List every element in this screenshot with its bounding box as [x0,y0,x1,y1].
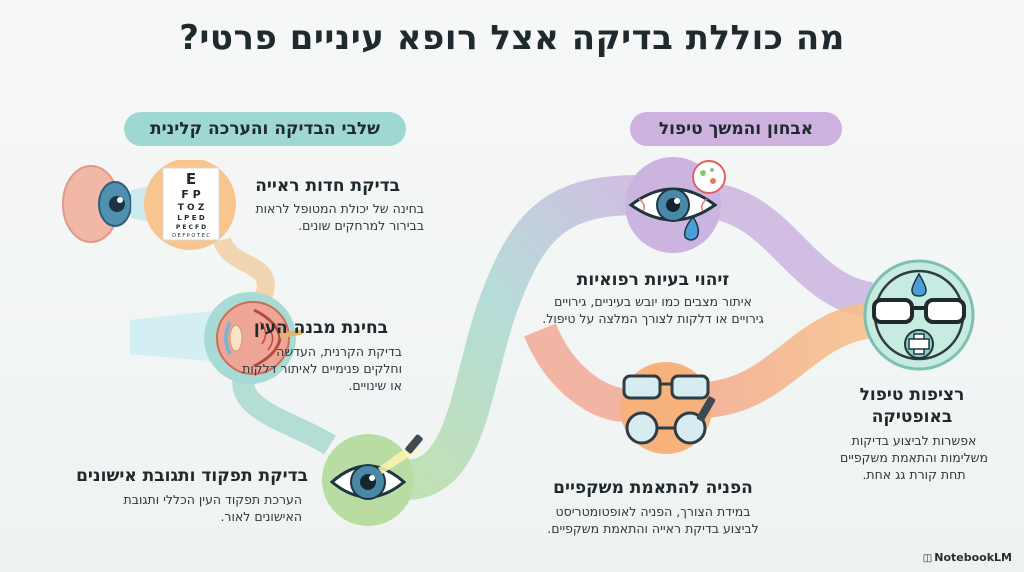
chart-row-3: T O Z [178,203,205,213]
page-title: מה כוללת בדיקה אצל רופא עיניים פרטי? [179,18,845,58]
final-desc: אפשרות לביצוע בדיקות משלימות והתאמת משקפ… [839,433,989,482]
chart-row-5: P E C F D [176,224,206,231]
outcome-2-desc: במידת הצורך, הפניה לאופטומטריסט לביצוע ב… [547,504,759,536]
connector-main-curve [403,175,641,500]
left-section-header: שלבי הבדיקה והערכה קלינית [124,112,406,146]
notebooklm-logo-icon: ◫ [922,553,933,564]
step-3-desc: הערכת תפקוד העין הכללי ותגובת האישונים ל… [123,492,302,524]
penlight-icon [405,434,423,454]
outcome-1-title: זיהוי בעיות רפואיות [576,270,730,290]
chart-row-4: L P E D [177,214,205,222]
branding-text: NotebookLM [934,551,1012,564]
branding-label: ◫NotebookLM [923,551,1012,564]
step-2-desc: בדיקת הקרנית, העדשה וחלקים פנימיים לאיתו… [242,344,402,393]
medical-cross-icon [904,329,934,359]
medical-issue-illustration [625,157,726,253]
chart-row-2: F P [181,188,200,201]
glasses-referral-illustration [620,362,716,454]
outcome-2-title: הפניה להתאמת משקפיים [553,478,753,498]
step-3-title: בדיקת תפקוד ותגובת אישונים [76,466,308,486]
glasses-icon [872,298,966,324]
visual-acuity-illustration: E F P T O Z L P E D P E C F D D E F P O … [62,160,236,250]
right-section-header: אבחון והמשך טיפול [630,112,842,146]
step-2-title: בחינת מבנה העין [253,318,388,338]
chart-row-1: E [186,170,196,188]
bacteria-icon [692,160,726,194]
pupil-response-illustration [322,434,423,526]
glasses-icon-top [622,374,710,400]
connector-orange-left [524,323,627,422]
screwdriver-icon [696,396,716,422]
connector-1-2 [213,236,275,304]
connector-orange-right [703,302,874,418]
outcome-1-desc: איתור מצבים כמו יובש בעיניים, גירויים גי… [542,294,764,326]
final-title: רציפות טיפול באופטיקה [859,385,965,427]
step-1-desc: בחינה של יכולת המטופל לראות בבירור למרחק… [255,201,424,233]
chart-row-6: D E F P O T E C [172,233,210,239]
eye-chart-icon [162,167,220,241]
step-1-title: בדיקת חדות ראייה [255,176,400,196]
drop-icon [911,272,927,297]
connector-purple-right [702,182,874,318]
exam-light-beam [130,310,222,362]
tear-drop-icon [683,215,700,241]
glasses-icon-bottom [625,411,707,445]
continuity-illustration [863,259,975,371]
eye-structure-illustration [130,292,303,384]
